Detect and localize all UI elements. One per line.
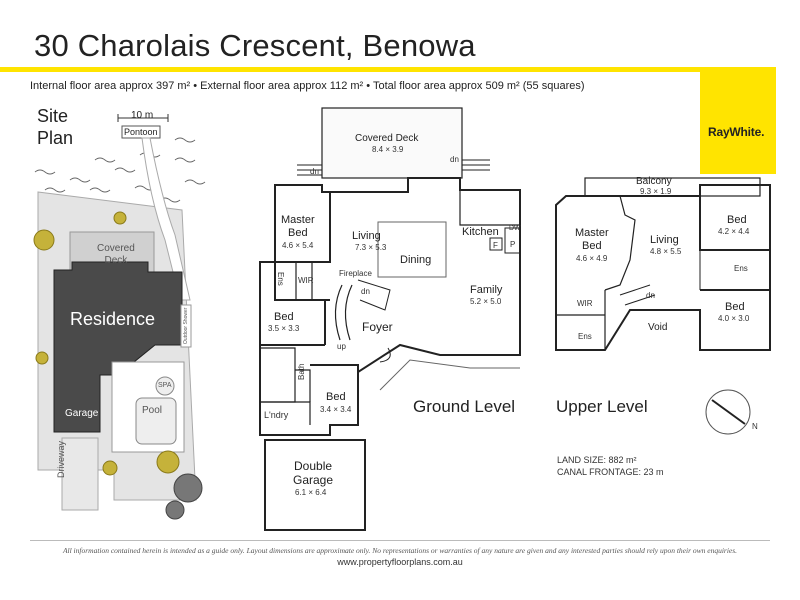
room-family: Family [470, 284, 503, 296]
label-wir-upper: WIR [577, 299, 593, 308]
room-living-upper: Living [650, 234, 679, 246]
room-master-bed-upper-dims: 4.6 × 4.9 [576, 254, 608, 263]
residence-label: Residence [70, 309, 156, 329]
driveway-label: Driveway [56, 440, 66, 478]
brand-logo: RayWhite. [708, 125, 765, 139]
floor-area-summary: Internal floor area approx 397 m² • Exte… [30, 80, 585, 92]
site-plan-heading-2: Plan [37, 128, 74, 148]
room-living-dims: 7.3 × 5.3 [355, 243, 387, 252]
room-covered-deck-dims: 8.4 × 3.9 [372, 145, 404, 154]
label-fridge: F [493, 241, 498, 250]
room-bed-ground-1: Bed [274, 311, 294, 323]
label-up-stairs: up [337, 342, 346, 351]
room-balcony-dims: 9.3 × 1.9 [640, 187, 672, 196]
room-bed-upper-2-dims: 4.0 × 3.0 [718, 314, 750, 323]
label-pantry: P [510, 240, 516, 249]
room-living: Living [352, 230, 381, 242]
room-bed-upper-1: Bed [727, 214, 747, 226]
room-dining: Dining [400, 254, 432, 266]
label-ens-upper-right: Ens [734, 264, 748, 273]
pontoon-label: Pontoon [124, 127, 158, 137]
label-ens-ground: Ens [276, 272, 285, 286]
header-accent-bar [0, 67, 776, 72]
room-balcony: Balcony [636, 176, 672, 187]
room-double-garage-dims: 6.1 × 6.4 [295, 488, 327, 497]
room-master-bed: Master Bed [281, 214, 315, 239]
label-laundry: L'ndry [264, 410, 289, 420]
room-foyer: Foyer [362, 320, 393, 334]
scale-label: 10 m [131, 110, 154, 121]
room-living-upper-dims: 4.8 × 5.5 [650, 247, 682, 256]
label-dn-upper: dn [646, 291, 655, 300]
label-dishwasher: DW [509, 225, 521, 232]
footer-divider [30, 540, 770, 541]
room-master-bed-upper: Master Bed [575, 227, 609, 252]
label-ens-upper-left: Ens [578, 332, 592, 341]
label-dn-stairs: dn [361, 287, 370, 296]
upper-level-title: Upper Level [556, 397, 648, 416]
canal-frontage: CANAL FRONTAGE: 23 m [557, 467, 664, 477]
room-bed-upper-2: Bed [725, 301, 745, 313]
room-void: Void [648, 322, 668, 333]
ground-level-plan [259, 107, 521, 531]
label-dn-deck-left: dn [310, 167, 319, 176]
page-title: 30 Charolais Crescent, Benowa [34, 28, 476, 63]
disclaimer-text: All information contained herein is inte… [62, 546, 738, 555]
label-fireplace: Fireplace [339, 269, 372, 278]
upper-level-plan [555, 177, 771, 351]
room-double-garage: Double Garage [293, 459, 334, 487]
room-covered-deck: Covered Deck [355, 133, 419, 144]
compass-rose [705, 389, 751, 435]
room-bed-upper-1-dims: 4.2 × 4.4 [718, 227, 750, 236]
room-family-dims: 5.2 × 5.0 [470, 297, 502, 306]
room-bed-ground-2: Bed [326, 391, 346, 403]
website-link[interactable]: www.propertyfloorplans.com.au [337, 557, 463, 567]
label-dn-deck-right: dn [450, 155, 459, 164]
label-bath: Bath [297, 363, 306, 380]
spa-label: SPA [158, 382, 172, 389]
compass-north-label: N [752, 422, 758, 431]
room-kitchen: Kitchen [462, 226, 499, 238]
site-plan [33, 114, 206, 520]
site-garage-label: Garage [65, 408, 99, 419]
ground-level-title: Ground Level [413, 397, 516, 416]
label-wir-ground: WIR [298, 276, 314, 285]
room-bed-ground-2-dims: 3.4 × 3.4 [320, 405, 352, 414]
room-bed-ground-1-dims: 3.5 × 3.3 [268, 324, 300, 333]
brand-logo-panel [700, 67, 776, 174]
site-plan-heading-1: Site [37, 106, 69, 126]
room-master-bed-dims: 4.6 × 5.4 [282, 241, 314, 250]
pool-label: Pool [142, 405, 163, 416]
site-covered-deck-label: Covered Deck [97, 243, 135, 266]
land-size: LAND SIZE: 882 m² [557, 455, 637, 465]
outdoor-shower-label: Outdoor Shower [183, 307, 189, 344]
